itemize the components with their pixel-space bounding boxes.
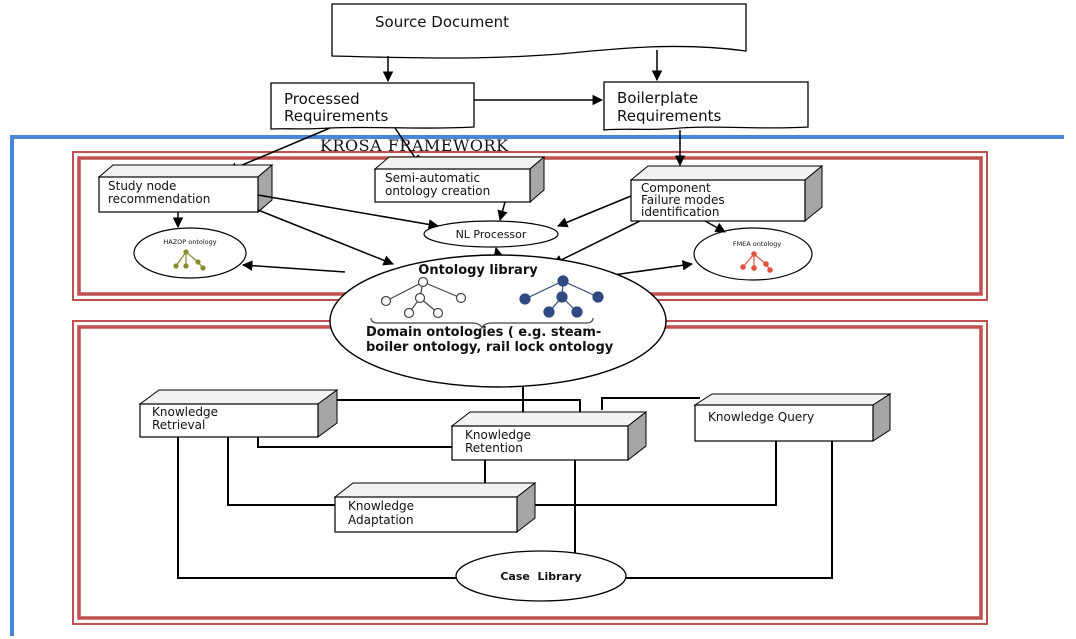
nl-processor: NL Processor — [423, 220, 559, 248]
hazop-ontology-label: HAZOP ontology — [163, 238, 216, 246]
top-section-arrows — [172, 194, 726, 276]
knowledge-query-box: Knowledge Query — [693, 393, 892, 442]
study-node-line1: Study node — [108, 179, 176, 193]
ontology-tree-filled-icon — [519, 275, 604, 318]
processed-requirements-line1: Processed — [284, 90, 360, 108]
processed-requirements: Processed Requirements — [270, 82, 475, 130]
source-document: Source Document — [331, 3, 747, 59]
component-failure-line3: identification — [641, 205, 719, 219]
boilerplate-requirements-line2: Requirements — [617, 107, 721, 125]
study-node-line2: recommendation — [108, 192, 210, 206]
boilerplate-requirements: Boilerplate Requirements — [603, 81, 809, 131]
knowledge-adaptation-line1: Knowledge — [348, 499, 414, 513]
fmea-ontology: FMEA ontology — [693, 227, 813, 281]
knowledge-retention-line2: Retention — [465, 441, 523, 455]
processed-requirements-line2: Requirements — [284, 107, 388, 125]
fmea-ontology-label: FMEA ontology — [733, 240, 781, 248]
component-failure-line2: Failure modes — [641, 193, 725, 207]
ontology-brace — [370, 317, 594, 330]
case-library: Case Library — [455, 550, 627, 602]
knowledge-adaptation-line2: Adaptation — [348, 513, 414, 527]
ontology-description-line1: Domain ontologies ( e.g. steam- — [366, 325, 601, 340]
boilerplate-requirements-line1: Boilerplate — [617, 89, 698, 107]
ontology-library: Ontology library — [329, 254, 667, 388]
nl-processor-label: NL Processor — [456, 228, 527, 241]
knowledge-retrieval-line1: Knowledge — [152, 405, 218, 419]
component-failure-line1: Component — [641, 181, 711, 195]
knowledge-retrieval-line2: Retrieval — [152, 418, 205, 432]
ontology-tree-hollow-icon — [380, 276, 467, 319]
knowledge-retrieval-box: Knowledge Retrieval — [138, 389, 339, 438]
study-node-recommendation-box: Study node recommendation — [97, 163, 274, 214]
semi-automatic-ontology-box: Semi-automatic ontology creation — [373, 155, 546, 204]
semi-automatic-line1: Semi-automatic — [385, 171, 480, 185]
source-document-label: Source Document — [375, 13, 509, 31]
bottom-section-connectors — [177, 387, 833, 579]
framework-border — [10, 135, 1064, 636]
component-failure-modes-box: Component Failure modes identification — [629, 164, 824, 223]
ontology-description-line2: boiler ontology, rail lock ontology — [366, 340, 614, 355]
hazop-tree-icon — [173, 249, 206, 271]
knowledge-adaptation-box: Knowledge Adaptation — [333, 481, 537, 534]
knowledge-retention-line1: Knowledge — [465, 428, 531, 442]
semi-automatic-line2: ontology creation — [385, 184, 490, 198]
hazop-ontology: HAZOP ontology — [133, 227, 247, 279]
case-library-label: Case Library — [500, 570, 581, 583]
framework-title: KROSA FRAMEWORK — [320, 136, 509, 155]
knowledge-query-label: Knowledge Query — [708, 410, 814, 424]
knowledge-retention-box: Knowledge Retention — [450, 410, 648, 462]
fmea-tree-icon — [740, 251, 773, 273]
ontology-library-title: Ontology library — [418, 263, 538, 278]
